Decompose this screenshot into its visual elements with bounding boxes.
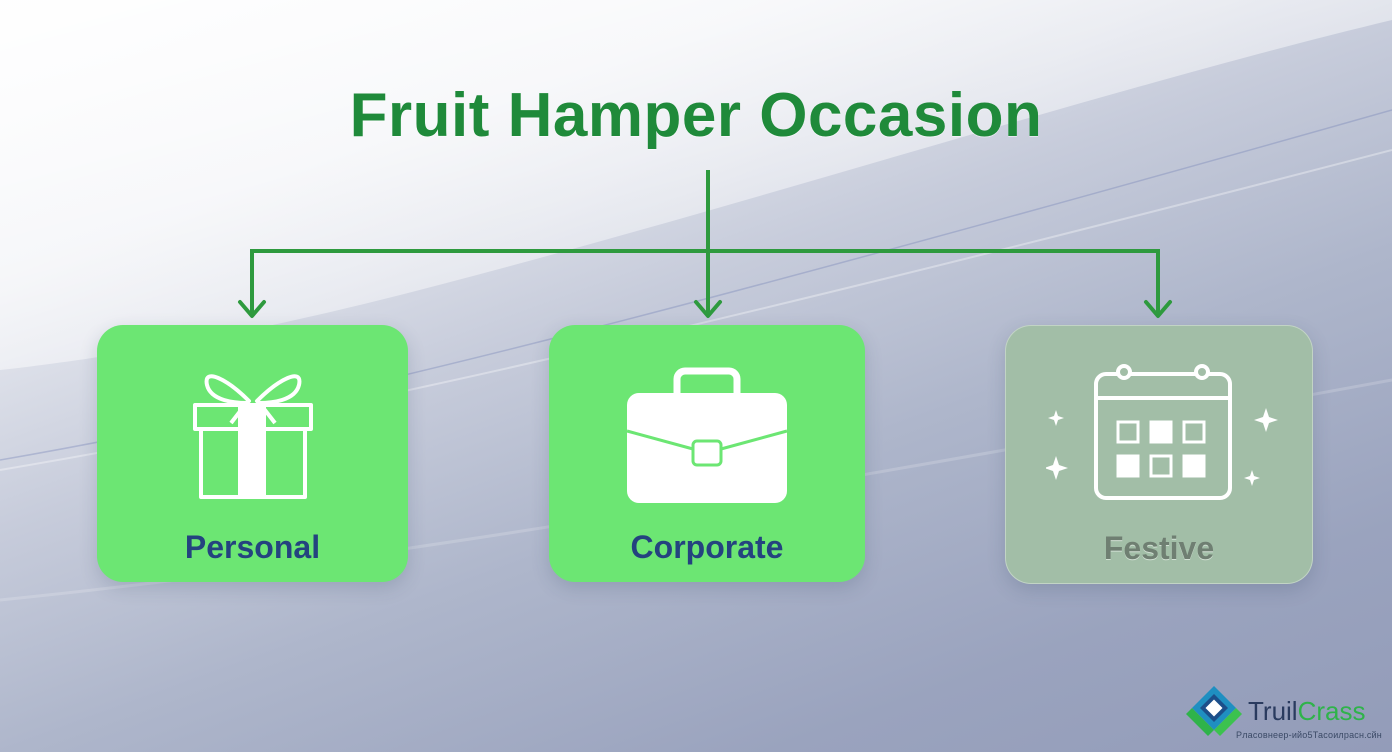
- node-label-corporate: Corporate: [630, 529, 784, 565]
- node-label-festive: Festive: [1103, 530, 1215, 566]
- gift-icon: [193, 374, 313, 499]
- calendar-icon: [1046, 364, 1278, 500]
- diagram-title: Fruit Hamper Occasion: [349, 81, 1043, 150]
- sparkle-icon: [1046, 408, 1278, 486]
- brand-logo: TruilCrass Рласовнеер-ийо5Тасоилрасн.сйн: [1186, 684, 1386, 744]
- arrowhead-personal: [238, 300, 266, 318]
- arrowhead-festive: [1144, 300, 1172, 318]
- connector-bus: [250, 249, 1160, 316]
- node-festive[interactable]: Festive: [1005, 325, 1313, 584]
- brand-tagline: Рласовнеер-ийо5Тасоилрасн.сйн: [1236, 730, 1382, 740]
- node-corporate[interactable]: Corporate: [549, 325, 865, 582]
- logo-mark-icon: [1186, 686, 1242, 736]
- arrowhead-corporate: [694, 300, 722, 318]
- node-personal[interactable]: Personal: [97, 325, 408, 582]
- briefcase-icon: [626, 367, 788, 503]
- node-label-personal: Personal: [184, 529, 321, 565]
- brand-name: TruilCrass: [1248, 696, 1366, 726]
